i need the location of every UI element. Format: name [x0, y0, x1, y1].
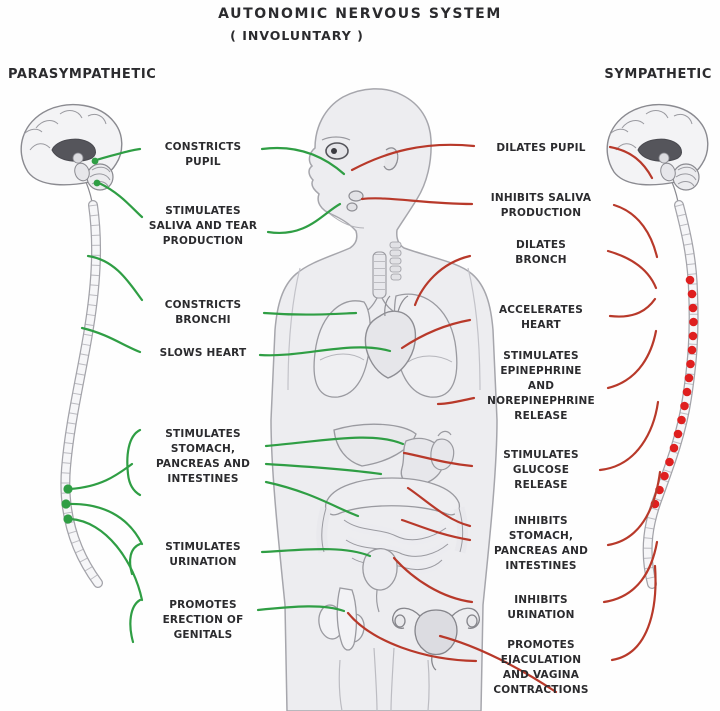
sympathetic-nerve-lines: [346, 143, 662, 694]
sympathetic-heading: SYMPATHETIC: [604, 67, 712, 82]
label-inhibits-saliva: INHIBITS SALIVA PRODUCTION: [490, 192, 592, 219]
heart: [364, 310, 417, 379]
label-stimulates-glucose: STIMULATES GLUCOSE RELEASE: [503, 449, 579, 491]
right-spinal-cord: [642, 200, 699, 589]
label-promotes-erection: PROMOTES ERECTION OF GENITALS: [162, 599, 244, 641]
label-dilates-bronch: DILATES BRONCH: [515, 239, 567, 266]
sympathetic-chain-ganglia: [650, 275, 698, 509]
parasympathetic-nerve-lines: [66, 146, 405, 644]
label-constricts-pupil: CONSTRICTS PUPIL: [164, 141, 242, 168]
bladder: [362, 548, 398, 591]
jaw-line: [329, 213, 365, 229]
kidney: [430, 438, 455, 471]
human-body-figure: [270, 88, 498, 711]
arm-line-left: [287, 267, 301, 391]
adrenal-gland: [437, 430, 452, 437]
thigh-line-right: [390, 647, 430, 711]
label-promotes-ejaculation: PROMOTES EJACULATION AND VAGINA CONTRACT…: [493, 639, 589, 696]
pupil: [331, 148, 337, 154]
arm-line-right: [467, 267, 481, 391]
heart-vessels: [384, 295, 409, 317]
small-intestine: [341, 515, 452, 575]
urethra: [376, 589, 380, 613]
liver: [333, 423, 417, 467]
label-dilates-pupil: DILATES PUPIL: [496, 142, 586, 154]
page-title: AUTONOMIC NERVOUS SYSTEM: [218, 6, 502, 22]
lung-fissures: [319, 353, 453, 363]
sympathetic-brain-figure: [346, 103, 709, 694]
label-constricts-bronchi: CONSTRICTS BRONCHI: [164, 299, 242, 326]
label-stimulates-stomach: STIMULATES STOMACH, PANCREAS AND INTESTI…: [156, 428, 250, 485]
salivary-gland-lower: [346, 202, 358, 212]
thigh-line-left: [338, 647, 378, 711]
page-subtitle: ( INVOLUNTARY ): [230, 28, 364, 43]
cervical-spine: [389, 241, 402, 281]
label-stimulates-epinephrine: STIMULATES EPINEPHRINE AND NOREPINEPHRIN…: [487, 350, 595, 422]
label-accelerates-heart: ACCELERATES HEART: [498, 304, 584, 331]
brow-line: [321, 136, 351, 141]
male-genitals: [318, 587, 365, 651]
right-brain: [606, 103, 709, 209]
parasympathetic-heading: PARASYMPATHETIC: [8, 67, 157, 82]
body-silhouette: [270, 88, 498, 711]
label-slows-heart: SLOWS HEART: [159, 347, 247, 359]
label-stimulates-saliva-tear: STIMULATES SALIVA AND TEAR PRODUCTION: [148, 205, 258, 247]
left-spinal-cord: [60, 200, 103, 588]
label-inhibits-urination: INHIBITS URINATION: [507, 594, 575, 621]
label-inhibits-stomach: INHIBITS STOMACH, PANCREAS AND INTESTINE…: [494, 515, 588, 572]
parasympathetic-brain-figure: [20, 103, 405, 644]
label-stimulates-urination: STIMULATES URINATION: [165, 541, 241, 568]
uterus: [392, 607, 480, 671]
salivary-gland-upper: [348, 190, 364, 202]
